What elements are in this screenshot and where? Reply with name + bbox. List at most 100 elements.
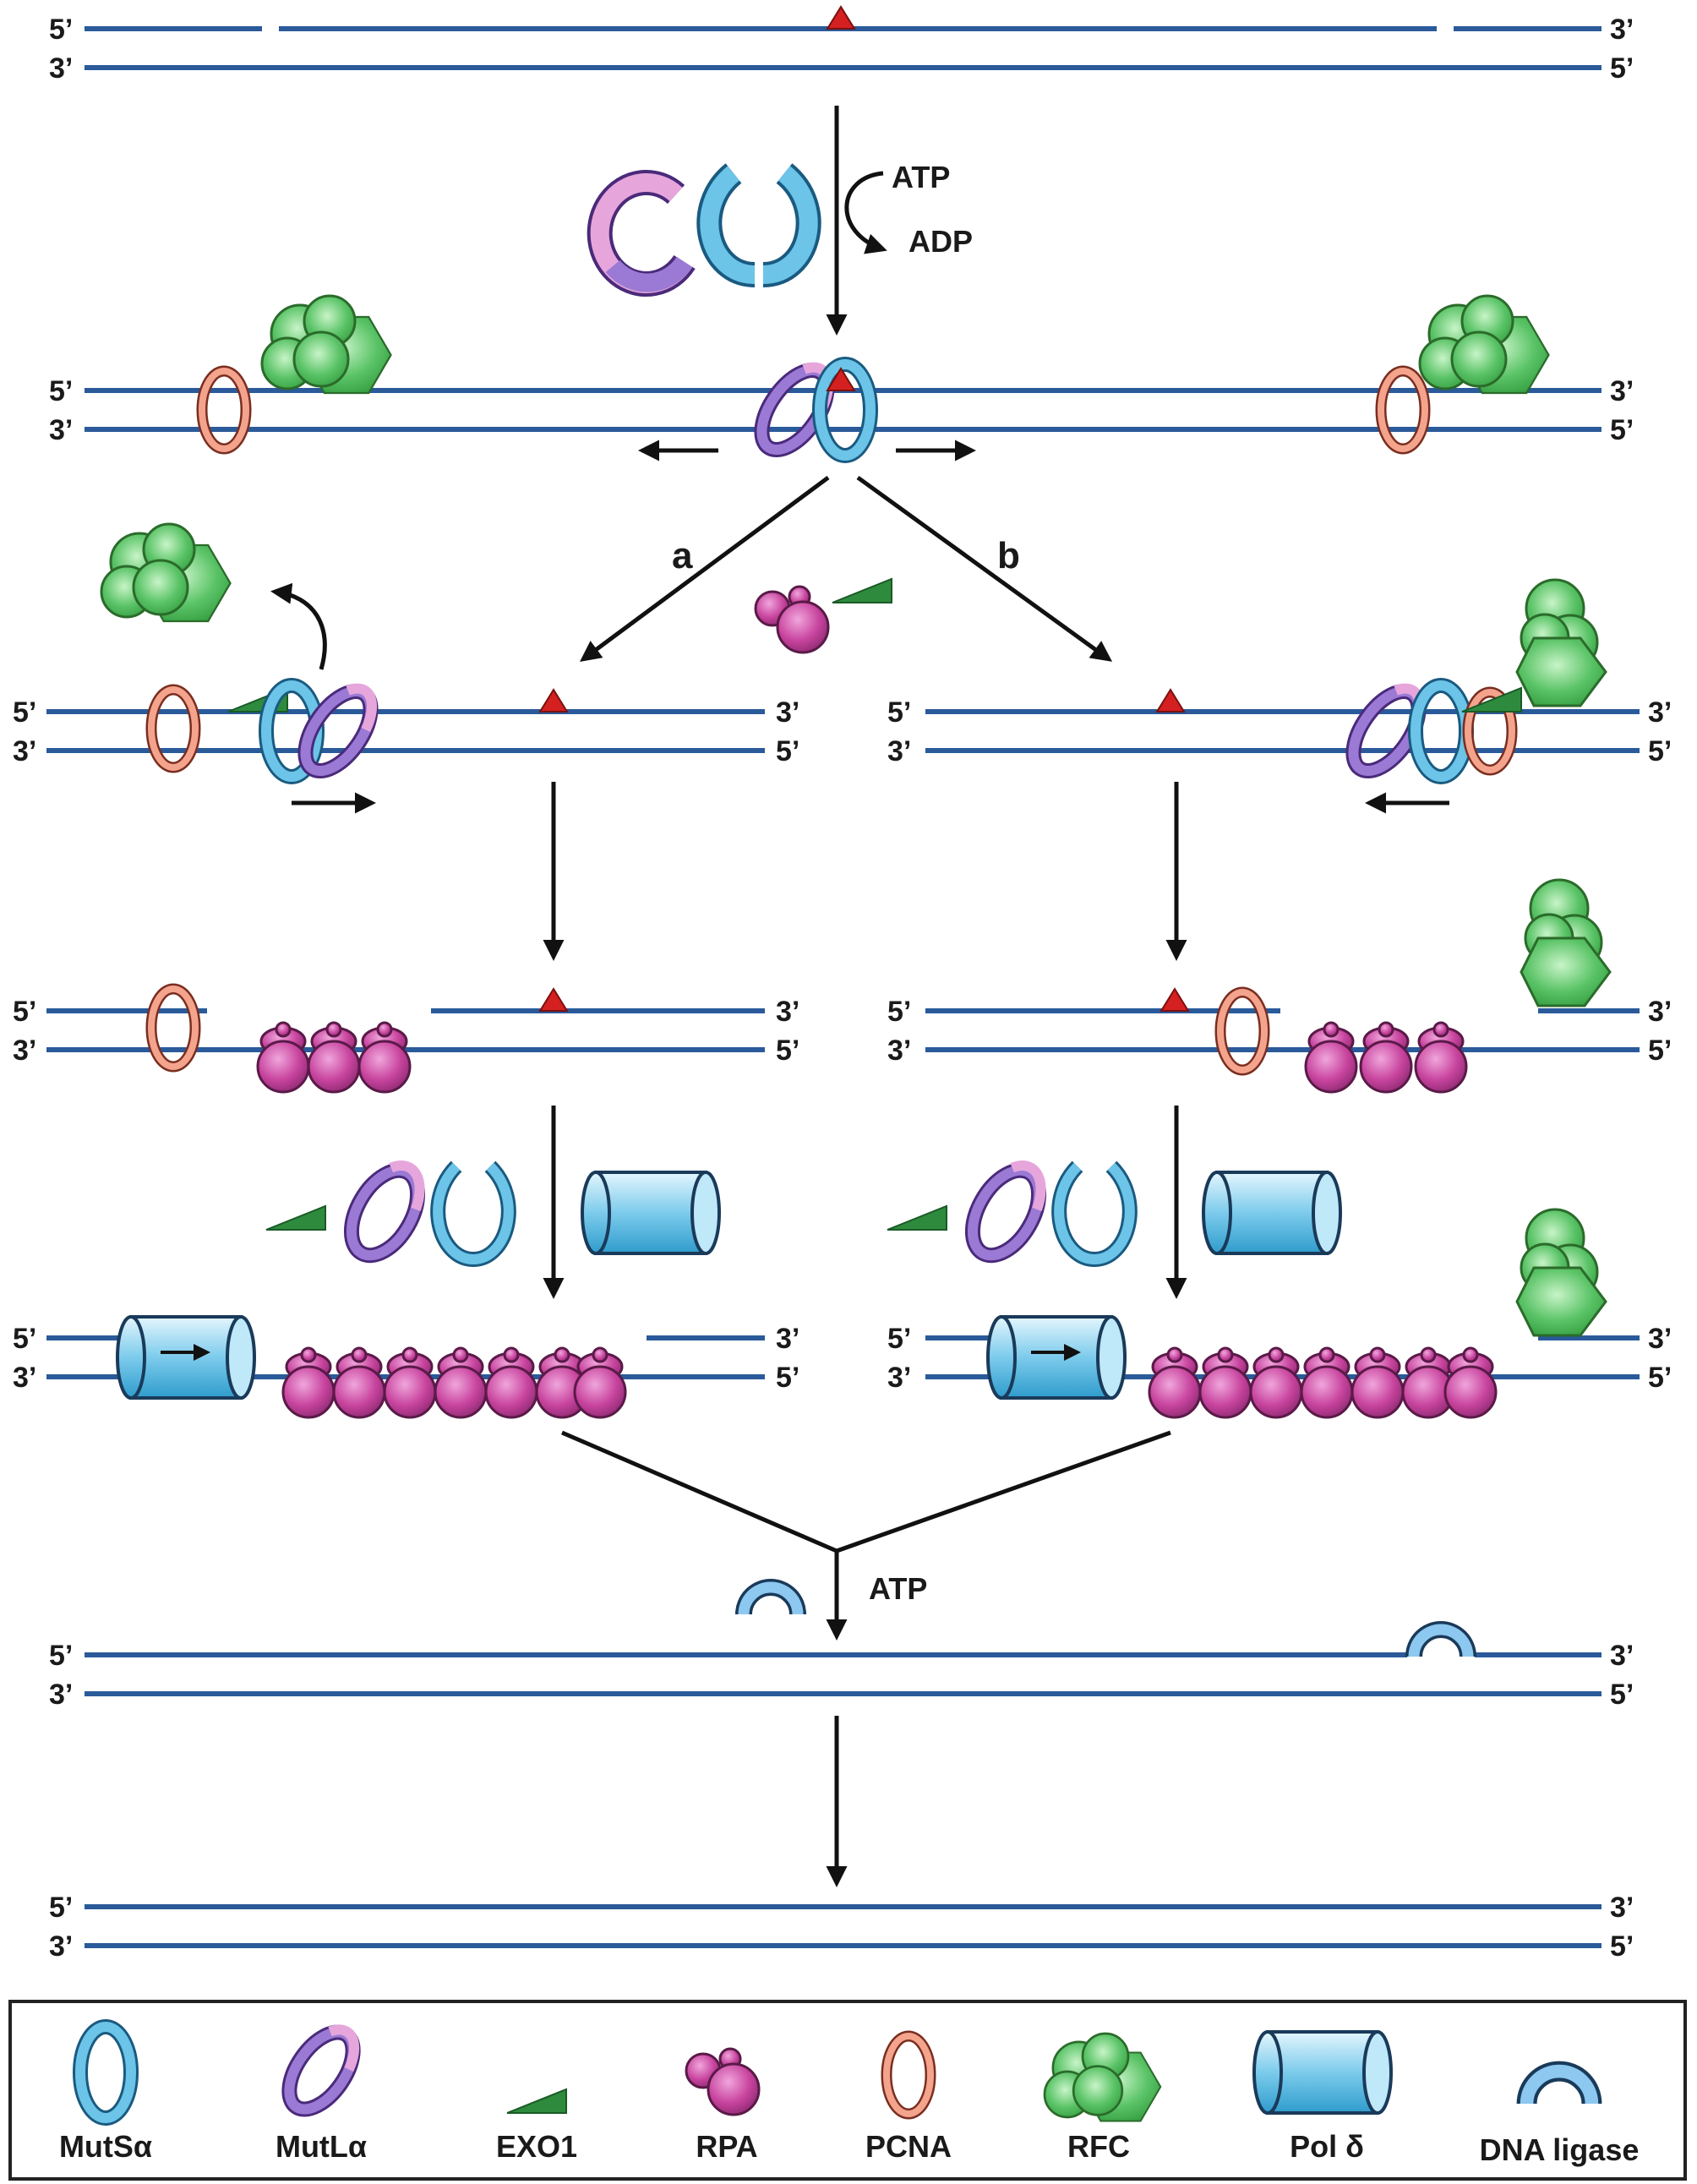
rpa-icon xyxy=(1300,1346,1354,1419)
rpa-icon xyxy=(256,1021,310,1094)
rpa-icon xyxy=(383,1346,437,1419)
label-5prime: 5’ xyxy=(13,696,36,729)
label-3prime: 3’ xyxy=(13,1362,36,1394)
pol-delta-icon xyxy=(116,1315,256,1400)
pathway-b-label: b xyxy=(997,535,1020,576)
converge-line-left xyxy=(561,1430,838,1553)
converge-line-right xyxy=(836,1430,1171,1553)
label-5prime: 5’ xyxy=(887,996,911,1028)
label-3prime: 3’ xyxy=(49,52,73,85)
label-5prime: 5’ xyxy=(776,735,799,767)
pol-delta-icon xyxy=(986,1315,1127,1400)
rpa-icon xyxy=(332,1346,386,1419)
rpa-icon xyxy=(1443,1346,1498,1419)
dna-row-4-left: 5’ 3’ 3’ 5’ xyxy=(13,988,799,1094)
rpa-icon xyxy=(357,1021,412,1094)
pathway-b-arrow xyxy=(856,475,1113,662)
label-5prime: 5’ xyxy=(1610,1679,1634,1711)
label-5prime: 5’ xyxy=(1648,735,1672,767)
rfc-icon xyxy=(1418,294,1550,395)
label-3prime: 3’ xyxy=(1648,696,1672,729)
pcna-icon xyxy=(151,690,195,767)
pol-delta-icon xyxy=(1252,2030,1393,2115)
label-5prime: 5’ xyxy=(887,1323,911,1355)
label-3prime: 3’ xyxy=(776,996,799,1028)
mutla-icon xyxy=(964,1160,1047,1264)
exo1-icon xyxy=(887,1205,947,1231)
rpa-icon xyxy=(307,1021,361,1094)
label-3prime: 3’ xyxy=(1648,1323,1672,1355)
mutla-icon xyxy=(587,170,696,297)
ligation-atp-label: ATP xyxy=(869,1571,927,1606)
legend-label: EXO1 xyxy=(496,2129,577,2164)
rpa-icon xyxy=(1249,1346,1303,1419)
pol-delta-icon xyxy=(1202,1171,1342,1255)
rpa-icon xyxy=(1414,1021,1468,1094)
legend-label: MutLα xyxy=(276,2129,367,2164)
label-3prime: 3’ xyxy=(887,1362,911,1394)
mismatch-icon xyxy=(827,6,855,30)
rpa-icon xyxy=(1304,1021,1358,1094)
dna-row-4-right: 5’ 3’ 3’ 5’ xyxy=(887,878,1672,1094)
label-5prime: 5’ xyxy=(49,1640,73,1672)
pcna-icon xyxy=(202,371,246,449)
rpa-icon xyxy=(1198,1346,1252,1419)
dna-row-6: 5’ 3’ 3’ 5’ xyxy=(49,1630,1634,1711)
label-3prime: 3’ xyxy=(776,696,799,729)
adp-label: ADP xyxy=(909,224,973,259)
label-3prime: 3’ xyxy=(776,1323,799,1355)
label-3prime: 3’ xyxy=(49,1930,73,1963)
rpa-icon xyxy=(281,1346,336,1419)
pcna-icon xyxy=(151,989,195,1067)
legend-label: MutSα xyxy=(59,2129,152,2164)
mutla-icon xyxy=(281,2024,361,2117)
label-5prime: 5’ xyxy=(1610,414,1634,446)
legend-label: Pol δ xyxy=(1290,2129,1364,2164)
label-3prime: 3’ xyxy=(887,735,911,767)
dna-row-5-right: 5’ 3’ 3’ 5’ xyxy=(887,1208,1672,1419)
mutsa-icon xyxy=(1416,685,1466,777)
label-3prime: 3’ xyxy=(49,1679,73,1711)
rfc-release-arrow xyxy=(270,582,327,670)
label-5prime: 5’ xyxy=(776,1035,799,1067)
label-5prime: 5’ xyxy=(776,1362,799,1394)
legend-label: DNA ligase xyxy=(1480,2132,1640,2167)
label-5prime: 5’ xyxy=(49,14,73,46)
rpa-icon xyxy=(573,1346,627,1419)
legend: MutSα MutLα EXO1 RPA PCNA RFC Pol δ DNA … xyxy=(8,2000,1687,2181)
rfc-icon xyxy=(1043,2032,1162,2122)
label-3prime: 3’ xyxy=(1610,14,1634,46)
label-3prime: 3’ xyxy=(1648,996,1672,1028)
label-5prime: 5’ xyxy=(1648,1035,1672,1067)
mutsa-icon xyxy=(696,163,821,287)
mismatch-icon xyxy=(539,988,568,1012)
dna-ligase-icon xyxy=(1516,2061,1602,2105)
atp-hydrolysis-arrow xyxy=(844,171,887,254)
dna-ligase-icon xyxy=(744,1587,798,1614)
label-5prime: 5’ xyxy=(13,996,36,1028)
label-3prime: 3’ xyxy=(13,735,36,767)
label-3prime: 3’ xyxy=(1610,1892,1634,1924)
mutsa-icon xyxy=(430,1160,516,1267)
rpa-icon xyxy=(754,585,830,654)
dna-ligase-icon xyxy=(1414,1630,1468,1657)
rfc-icon xyxy=(1515,578,1607,707)
rfc-icon xyxy=(1515,1208,1607,1337)
rpa-icon xyxy=(1351,1346,1405,1419)
label-5prime: 5’ xyxy=(1610,52,1634,85)
mutla-icon xyxy=(343,1160,426,1264)
pol-delta-icon xyxy=(581,1171,721,1255)
pathway-a-label: a xyxy=(672,535,693,576)
label-3prime: 3’ xyxy=(13,1035,36,1067)
label-5prime: 5’ xyxy=(1648,1362,1672,1394)
rpa-icon xyxy=(434,1346,488,1419)
pathway-a-arrow xyxy=(579,475,830,662)
label-3prime: 3’ xyxy=(887,1035,911,1067)
label-3prime: 3’ xyxy=(49,414,73,446)
rpa-icon xyxy=(1359,1021,1413,1094)
dna-row-5-left: 5’ 3’ 3’ 5’ xyxy=(13,1315,799,1419)
legend-label: RPA xyxy=(696,2129,757,2164)
dna-row-7: 5’ 3’ 3’ 5’ xyxy=(49,1892,1634,1963)
mismatch-icon xyxy=(1156,689,1185,713)
